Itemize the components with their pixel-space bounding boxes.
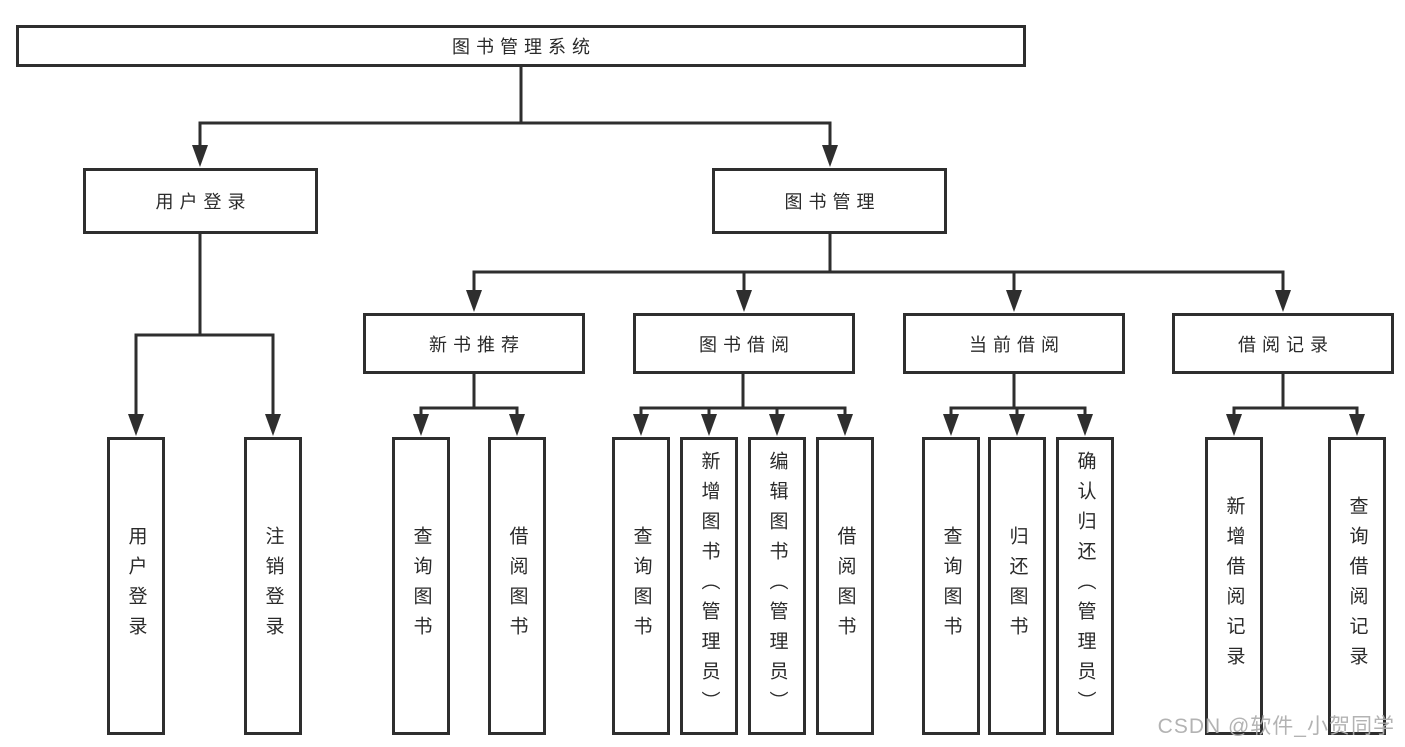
- leaf-query-books-current: 查询图书: [922, 437, 980, 735]
- leaf-query-books-current-label: 查询图书: [940, 526, 962, 646]
- arrow-down-icon: [943, 414, 959, 436]
- leaf-confirm-return-admin: 确认归还（管理员）: [1056, 437, 1114, 735]
- leaf-borrow-books-recommend: 借阅图书: [488, 437, 546, 735]
- leaf-confirm-return-admin-label: 确认归还（管理员）: [1074, 451, 1096, 721]
- leaf-query-books-recommend: 查询图书: [392, 437, 450, 735]
- leaf-query-books-recommend-label: 查询图书: [410, 526, 432, 646]
- arrow-down-icon: [736, 290, 752, 312]
- leaf-add-borrow-record-label: 新增借阅记录: [1223, 496, 1245, 676]
- arrow-down-icon: [1275, 290, 1291, 312]
- arrow-down-icon: [701, 414, 717, 436]
- node-new-book-recommend-label: 新书推荐: [429, 334, 525, 355]
- leaf-borrow-books-recommend-label: 借阅图书: [506, 526, 528, 646]
- leaf-query-books-borrow-label: 查询图书: [630, 526, 652, 646]
- node-user-login: 用户登录: [83, 168, 318, 234]
- leaf-add-books-admin-label: 新增图书（管理员）: [698, 451, 720, 721]
- leaf-logout-label: 注销登录: [262, 526, 284, 646]
- arrow-down-icon: [633, 414, 649, 436]
- node-book-borrow: 图书借阅: [633, 313, 855, 374]
- leaf-add-books-admin: 新增图书（管理员）: [680, 437, 738, 735]
- node-root: 图书管理系统: [16, 25, 1026, 67]
- leaf-edit-books-admin-label: 编辑图书（管理员）: [766, 451, 788, 721]
- leaf-edit-books-admin: 编辑图书（管理员）: [748, 437, 806, 735]
- leaf-user-login-label: 用户登录: [125, 526, 147, 646]
- arrow-down-icon: [509, 414, 525, 436]
- arrow-down-icon: [1009, 414, 1025, 436]
- node-borrow-records-label: 借阅记录: [1238, 334, 1334, 355]
- leaf-return-books-label: 归还图书: [1006, 526, 1028, 646]
- node-book-borrow-label: 图书借阅: [699, 334, 795, 355]
- watermark: CSDN @软件_小贺同学: [1157, 715, 1395, 738]
- node-book-management: 图书管理: [712, 168, 947, 234]
- leaf-borrow-books-label: 借阅图书: [834, 526, 856, 646]
- leaf-query-borrow-record-label: 查询借阅记录: [1346, 496, 1368, 676]
- arrow-down-icon: [837, 414, 853, 436]
- arrow-down-icon: [128, 414, 144, 436]
- node-borrow-records: 借阅记录: [1172, 313, 1394, 374]
- arrowheads: [128, 145, 1365, 436]
- arrow-down-icon: [1077, 414, 1093, 436]
- leaf-query-books-borrow: 查询图书: [612, 437, 670, 735]
- arrow-down-icon: [769, 414, 785, 436]
- arrow-down-icon: [192, 145, 208, 167]
- node-root-label: 图书管理系统: [452, 37, 596, 57]
- node-new-book-recommend: 新书推荐: [363, 313, 585, 374]
- leaf-user-login: 用户登录: [107, 437, 165, 735]
- leaf-borrow-books: 借阅图书: [816, 437, 874, 735]
- node-current-borrow-label: 当前借阅: [969, 334, 1065, 355]
- node-current-borrow: 当前借阅: [903, 313, 1125, 374]
- leaf-return-books: 归还图书: [988, 437, 1046, 735]
- arrow-down-icon: [413, 414, 429, 436]
- arrow-down-icon: [1349, 414, 1365, 436]
- leaf-query-borrow-record: 查询借阅记录: [1328, 437, 1386, 735]
- arrow-down-icon: [466, 290, 482, 312]
- arrow-down-icon: [1006, 290, 1022, 312]
- leaf-logout: 注销登录: [244, 437, 302, 735]
- leaf-add-borrow-record: 新增借阅记录: [1205, 437, 1263, 735]
- node-book-management-label: 图书管理: [784, 192, 881, 212]
- node-user-login-label: 用户登录: [155, 192, 252, 212]
- arrow-down-icon: [822, 145, 838, 167]
- arrow-down-icon: [265, 414, 281, 436]
- arrow-down-icon: [1226, 414, 1242, 436]
